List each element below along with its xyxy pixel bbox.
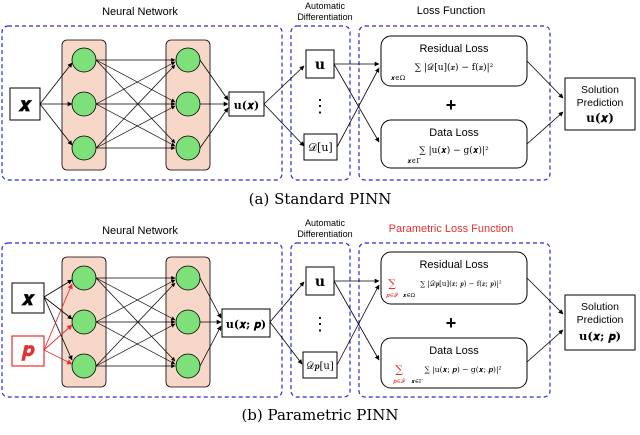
standard-ad-dots: ⋮ — [311, 96, 329, 117]
standard-node-l1-3 — [71, 135, 97, 161]
parametric-node-l1-1 — [71, 265, 97, 291]
parametric-data-loss-box — [380, 337, 528, 389]
parametric-data-loss-sub: 𝒙∈Γ — [411, 379, 423, 385]
standard-data-loss-sub: 𝒙∈Γ — [407, 157, 421, 165]
parametric-ad-u-box — [305, 266, 335, 296]
standard-output-label: u(𝒙) — [234, 99, 259, 112]
standard-input-x-label: 𝒙 — [18, 92, 33, 116]
parametric-data-sum-p: ∑ — [395, 363, 403, 376]
parametric-output-edges — [199, 277, 222, 367]
parametric-ad-Du-label: 𝒟𝒑[u] — [306, 361, 334, 372]
parametric-input-p-label: 𝒑 — [21, 337, 35, 361]
parametric-input-x-edges — [43, 279, 73, 361]
standard-residual-loss-formula: ∑ |𝒟[u](𝒙) − f(𝒙)|² — [415, 62, 494, 73]
standard-ad-u-box — [305, 49, 335, 79]
parametric-loss-input-edges — [333, 278, 380, 366]
parametric-plus: + — [446, 313, 457, 333]
standard-data-loss-title: Data Loss — [429, 127, 479, 139]
parametric-node-l2-3 — [175, 353, 201, 379]
standard-ad-Du-box — [303, 133, 338, 161]
parametric-ad-label-line1: Automatic — [305, 218, 346, 228]
standard-nn-box — [1, 25, 283, 181]
standard-node-l2-3 — [175, 135, 201, 161]
standard-input-edges — [39, 62, 73, 146]
standard-nn-label: Neural Network — [102, 6, 178, 18]
parametric-nn-label: Neural Network — [102, 225, 178, 237]
parametric-residual-loss-formula: ∑ |𝒟𝒑[u](𝒙; 𝒑) − f(𝒙; 𝒑)|² — [420, 280, 502, 288]
standard-output-edges — [199, 59, 229, 149]
parametric-input-p-box — [11, 335, 45, 367]
parametric-ad-label-line2: Differentiation — [297, 229, 352, 239]
standard-data-loss-formula: ∑ |u(𝒙) − g(𝒙)|² — [419, 145, 489, 156]
parametric-data-loss-title: Data Loss — [429, 345, 479, 357]
parametric-ad-Du-box — [302, 351, 338, 379]
parametric-loss-box — [358, 242, 551, 398]
standard-output-box — [228, 91, 265, 117]
parametric-ad-dots: ⋮ — [311, 314, 329, 335]
standard-solution-line2: Prediction — [577, 97, 624, 109]
parametric-nn-box — [1, 242, 283, 398]
parametric-residual-sum-p-sub: 𝒑∈𝒫 — [386, 293, 398, 299]
standard-ad-Du-label: 𝒟[u] — [308, 141, 332, 154]
parametric-solution-edges — [526, 277, 564, 363]
standard-hidden-edges — [95, 57, 176, 151]
standard-ad-u-label: u — [315, 57, 325, 73]
standard-ad-input-edges — [263, 65, 305, 147]
standard-pinn-panel: Neural Network Automatic Differentiation… — [1, 1, 636, 208]
standard-node-l2-1 — [175, 47, 201, 73]
parametric-node-l1-3 — [71, 353, 97, 379]
standard-node-l1-1 — [71, 47, 97, 73]
parametric-caption: (b) Parametric PINN — [241, 406, 398, 424]
standard-solution-box — [564, 77, 636, 131]
standard-node-l2-2 — [175, 91, 201, 117]
parametric-residual-sum-p: ∑ — [388, 277, 396, 290]
parametric-input-x-box — [11, 282, 45, 314]
parametric-residual-loss-title: Residual Loss — [419, 259, 489, 271]
standard-ad-label-line2: Differentiation — [297, 12, 352, 22]
standard-loss-input-edges — [333, 61, 380, 148]
parametric-input-p-edges — [43, 283, 73, 365]
parametric-solution-line3: u(𝒙; 𝒑) — [579, 329, 621, 343]
standard-ad-label-line1: Automatic — [305, 1, 346, 11]
standard-plus: + — [446, 95, 457, 115]
parametric-solution-box — [564, 294, 636, 351]
parametric-ad-box — [290, 242, 351, 398]
parametric-node-l2-1 — [175, 265, 201, 291]
parametric-hidden-edges — [95, 275, 176, 369]
standard-loss-label: Loss Function — [417, 5, 485, 17]
parametric-loss-label: Parametric Loss Function — [389, 223, 514, 235]
standard-residual-loss-title: Residual Loss — [419, 43, 489, 55]
parametric-solution-line1: Solution — [581, 301, 619, 313]
parametric-output-label: u(𝒙; 𝒑) — [226, 318, 266, 331]
standard-solution-line1: Solution — [581, 84, 619, 96]
parametric-data-sum-p-sub: 𝒑∈𝒫 — [393, 379, 405, 385]
standard-node-l1-2 — [71, 91, 97, 117]
parametric-ad-u-label: u — [315, 274, 325, 290]
standard-input-x-box — [9, 87, 41, 121]
parametric-data-loss-formula: ∑ |u(𝒙; 𝒑) − g(𝒙; 𝒑)|² — [425, 365, 502, 374]
parametric-node-l1-2 — [71, 309, 97, 335]
parametric-input-x-label: 𝒙 — [21, 286, 36, 310]
standard-solution-line3: u(𝒙) — [586, 111, 614, 125]
parametric-node-l2-2 — [175, 309, 201, 335]
standard-caption: (a) Standard PINN — [249, 190, 392, 208]
parametric-solution-line2: Prediction — [577, 314, 624, 326]
standard-residual-loss-sub: 𝒙∈Ω — [391, 74, 405, 82]
standard-solution-edges — [526, 60, 564, 145]
parametric-output-box — [221, 308, 271, 338]
standard-loss-box — [358, 25, 551, 181]
standard-ad-box — [290, 25, 351, 181]
parametric-pinn-panel: Neural Network Automatic Differentiation… — [1, 218, 636, 424]
parametric-ad-input-edges — [269, 281, 305, 365]
parametric-residual-loss-sub: 𝒙∈Ω — [403, 293, 416, 299]
